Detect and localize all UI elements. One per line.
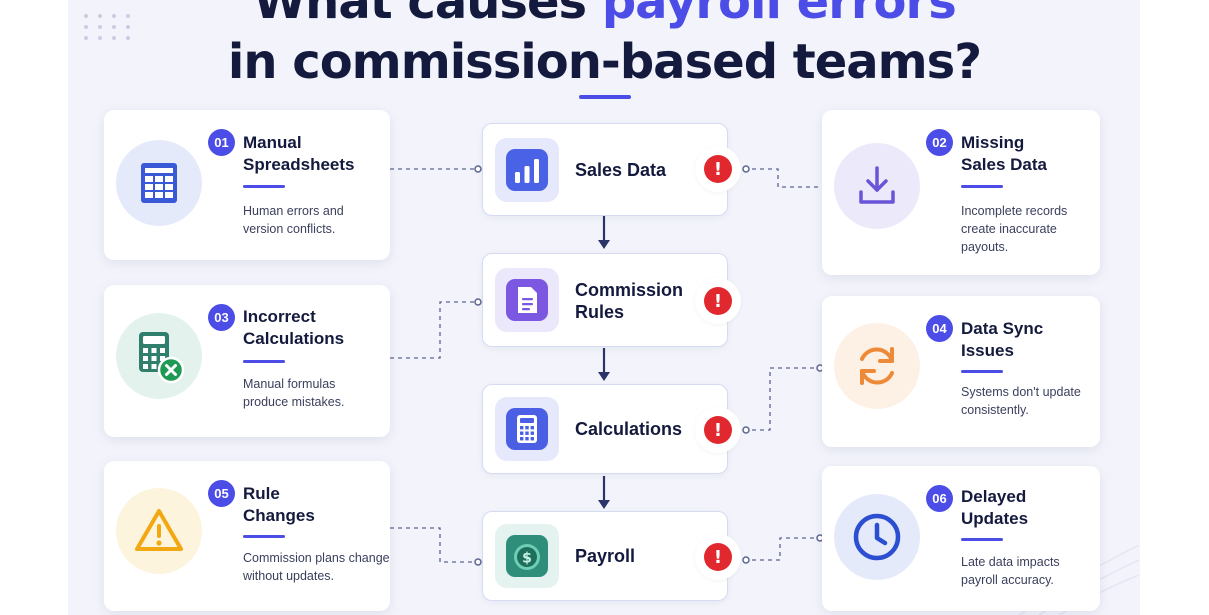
- cause-card-rule-changes: 05 Rule Changes Commission plans change …: [104, 461, 390, 611]
- cause-title-underline: [961, 370, 1003, 373]
- flow-step-payroll: $ Payroll !: [482, 511, 741, 601]
- cause-number-badge: 05: [208, 480, 235, 507]
- cause-title: Manual Spreadsheets: [243, 133, 355, 174]
- alert-icon: !: [704, 155, 732, 183]
- cause-title: Delayed Updates: [961, 487, 1029, 528]
- cause-number-badge: 03: [208, 304, 235, 331]
- alert-badge: !: [695, 146, 741, 192]
- cause-card-delayed-updates: 06 Delayed Updates Late data impacts pay…: [822, 466, 1100, 611]
- cause-description: Incomplete records create inaccurate pay…: [961, 204, 1068, 254]
- cause-title: Data Sync Issues: [961, 319, 1044, 360]
- flow-step-label: Calculations: [575, 419, 683, 439]
- alert-icon: !: [704, 287, 732, 315]
- sync-icon: [834, 323, 920, 409]
- cause-number-badge: 02: [926, 129, 953, 156]
- cause-card-manual-spreadsheets: 01 Manual Spreadsheets Human errors and …: [104, 110, 390, 260]
- cause-description: Human errors and version conflicts.: [243, 204, 344, 236]
- cause-card-missing-sales-data: 02 Missing Sales Data Incomplete records…: [822, 110, 1100, 275]
- cause-description: Manual formulas produce mistakes.: [243, 377, 345, 409]
- cause-title-underline: [961, 538, 1003, 541]
- alert-badge: !: [695, 407, 741, 453]
- cause-title-underline: [243, 185, 285, 188]
- cause-number-badge: 04: [926, 315, 953, 342]
- page-title-line-1: What causes payroll errors: [0, 0, 1209, 30]
- cause-title: Rule Changes: [243, 484, 315, 525]
- alert-badge: !: [695, 278, 741, 324]
- page-title-line-2: in commission-based teams?: [227, 34, 982, 90]
- alert-icon: !: [704, 416, 732, 444]
- cause-title: Missing Sales Data: [961, 133, 1047, 174]
- cause-description: Late data impacts payroll accuracy.: [961, 555, 1060, 587]
- cause-title: Incorrect Calculations: [243, 307, 345, 348]
- cause-title-underline: [243, 360, 285, 363]
- flow-step-sales-data: Sales Data !: [482, 123, 741, 216]
- bar-chart-icon: [495, 138, 559, 202]
- spreadsheet-icon: [116, 140, 202, 226]
- flow-step-calculations: Calculations !: [482, 384, 741, 474]
- cause-card-data-sync-issues: 04 Data Sync Issues Systems don't update…: [822, 296, 1100, 447]
- flow-step-label: Payroll: [575, 546, 636, 566]
- clock-icon: [834, 494, 920, 580]
- svg-text:$: $: [522, 551, 532, 567]
- document-icon: [495, 268, 559, 332]
- title-underline: [579, 95, 631, 99]
- alert-icon: !: [704, 543, 732, 571]
- flow-step-label: Commission Rules: [575, 280, 684, 322]
- cause-number-badge: 01: [208, 129, 235, 156]
- cause-card-incorrect-calculations: 03 Incorrect Calculations Manual formula…: [104, 285, 390, 437]
- download-icon: [834, 143, 920, 229]
- cause-title-underline: [961, 185, 1003, 188]
- flow-step-commission-rules: Commission Rules !: [482, 253, 741, 347]
- money-bag-icon: $: [495, 524, 559, 588]
- cause-description: Systems don't update consistently.: [961, 385, 1081, 417]
- cause-title-underline: [243, 535, 285, 538]
- alert-badge: !: [695, 534, 741, 580]
- calculator-error-icon: [116, 313, 202, 399]
- page-title-highlight: payroll errors: [601, 0, 957, 30]
- cause-description: Commission plans change without updates.: [243, 551, 390, 583]
- warning-icon: [116, 488, 202, 574]
- calculator-icon: [495, 397, 559, 461]
- cause-number-badge: 06: [926, 485, 953, 512]
- flow-step-label: Sales Data: [575, 160, 667, 180]
